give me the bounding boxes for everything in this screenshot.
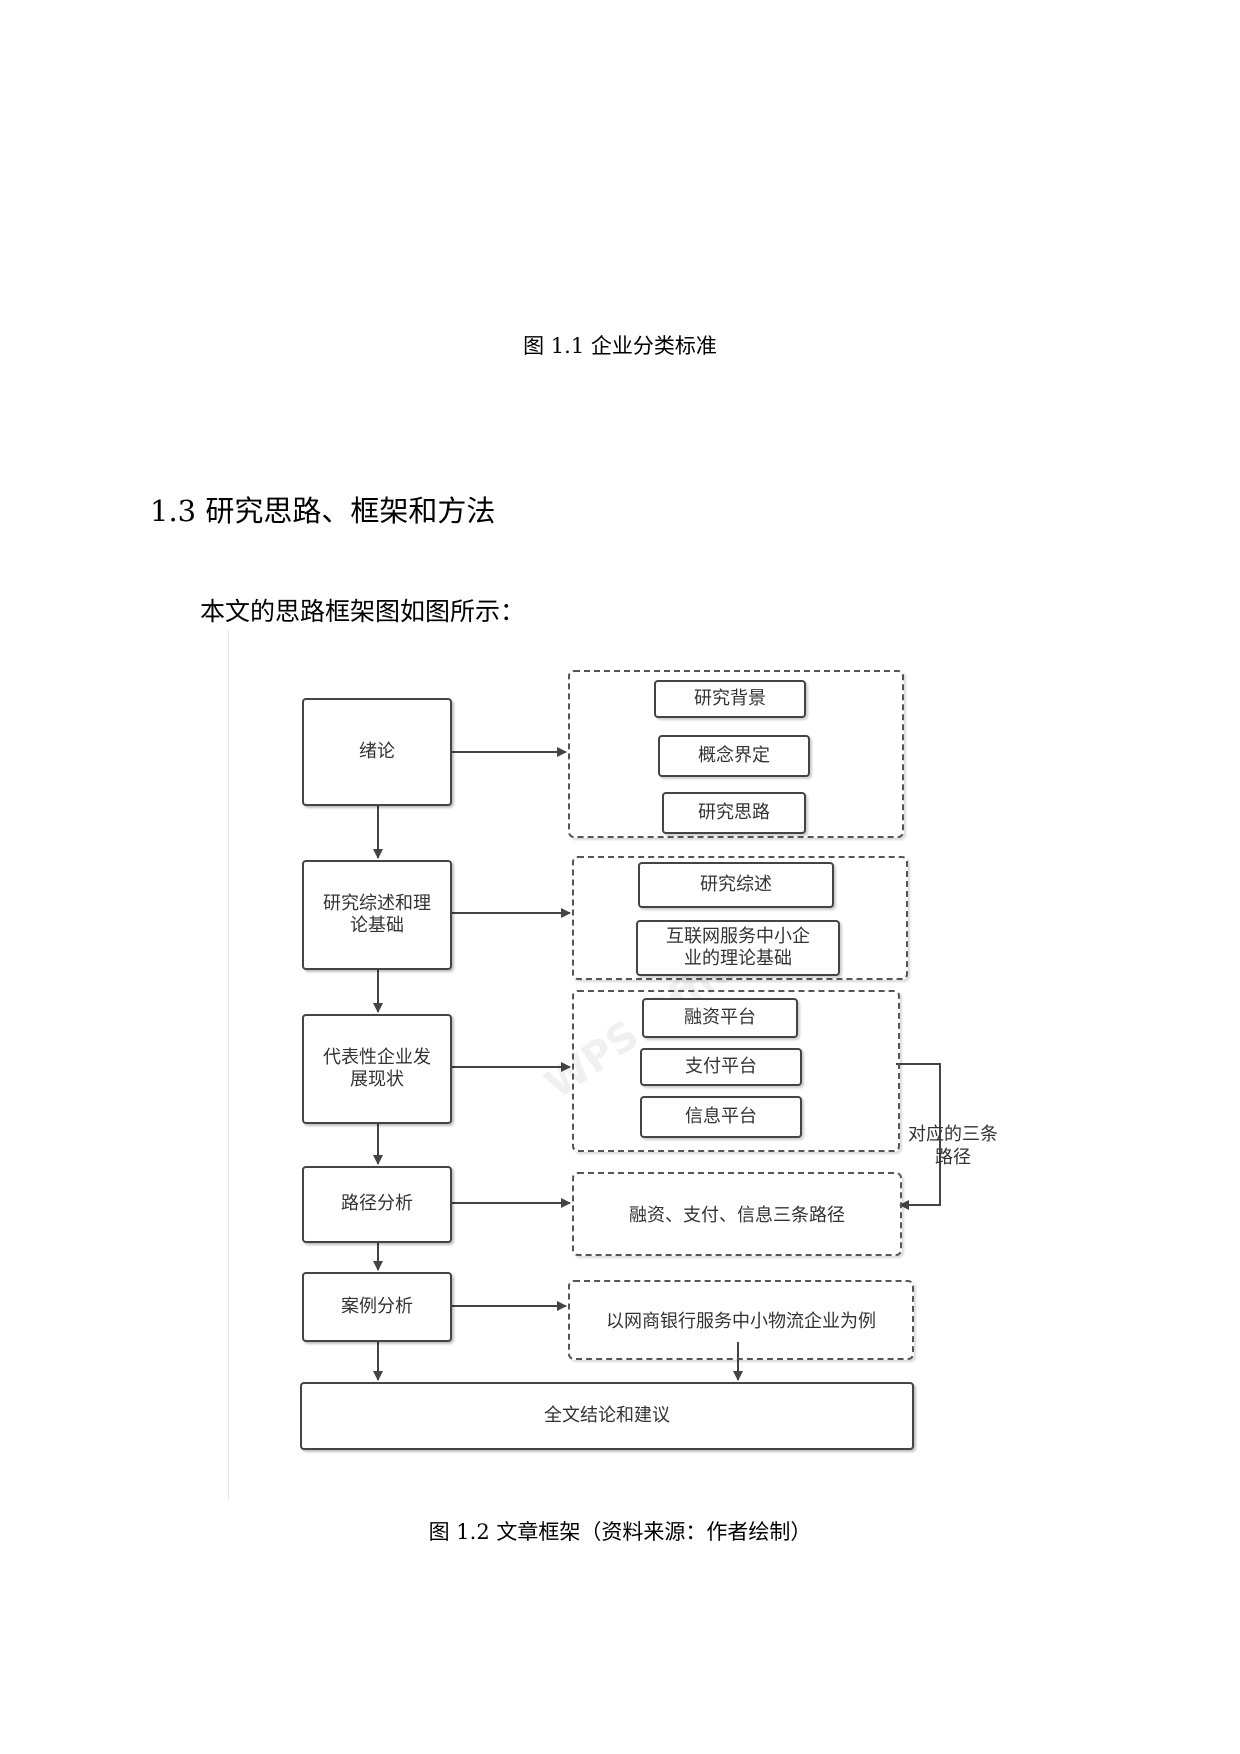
platform-information: 信息平台 <box>640 1096 802 1138</box>
figure-1-2-caption: 图 1.2 文章框架（资料来源：作者绘制） <box>428 1520 812 1544</box>
step-case-analysis: 案例分析 <box>302 1272 452 1342</box>
group-intro-topics <box>568 670 904 838</box>
platform-payment: 支付平台 <box>640 1048 802 1086</box>
connector-group3-path <box>896 1063 941 1210</box>
conclusion-box: 全文结论和建议 <box>300 1382 914 1450</box>
topic-research-background: 研究背景 <box>654 680 806 718</box>
topic-theory-basis: 互联网服务中小企业的理论基础 <box>636 920 840 976</box>
topic-literature-review: 研究综述 <box>638 862 834 908</box>
group-review-topics <box>572 856 908 980</box>
step-current-status: 代表性企业发展现状 <box>302 1014 452 1124</box>
section-heading: 1.3 研究思路、框架和方法 <box>150 494 496 528</box>
case-box: 以网商银行服务中小物流企业为例 <box>568 1280 914 1360</box>
group-platforms <box>572 990 900 1152</box>
step-path-analysis: 路径分析 <box>302 1166 452 1243</box>
step-introduction: 绪论 <box>302 698 452 806</box>
topic-research-approach: 研究思路 <box>662 792 806 834</box>
side-label-three-paths: 对应的三条路径 <box>908 1124 998 1168</box>
step-review-theory: 研究综述和理论基础 <box>302 860 452 970</box>
path-box: 融资、支付、信息三条路径 <box>572 1172 902 1256</box>
platform-financing: 融资平台 <box>642 998 798 1038</box>
framework-diagram: WPS Office 绪论 研究综述和理论基础 代表性企业发展现状 路径分析 案… <box>228 630 1028 1500</box>
figure-left-rule <box>228 630 229 1500</box>
figure-1-1-caption: 图 1.1 企业分类标准 <box>523 334 717 358</box>
topic-concept-definition: 概念界定 <box>658 735 810 777</box>
intro-paragraph: 本文的思路框架图如图所示： <box>200 597 526 626</box>
